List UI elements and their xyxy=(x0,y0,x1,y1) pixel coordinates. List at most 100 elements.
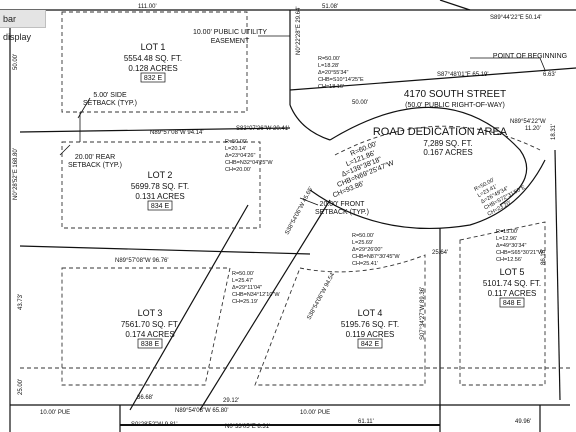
svg-text:CH=25.41': CH=25.41' xyxy=(352,261,378,267)
svg-text:SETBACK (TYP.): SETBACK (TYP.) xyxy=(315,209,369,216)
svg-text:49.96': 49.96' xyxy=(515,419,531,425)
svg-text:R=50.00': R=50.00' xyxy=(225,139,247,145)
svg-text:7561.70 SQ. FT.: 7561.70 SQ. FT. xyxy=(121,320,179,329)
svg-text:5699.78 SQ. FT.: 5699.78 SQ. FT. xyxy=(131,182,189,191)
road-dedication-acres: 0.167 ACRES xyxy=(423,148,472,157)
sidebar-display-button[interactable]: bar display xyxy=(0,10,46,42)
svg-text:36.68': 36.68' xyxy=(137,395,153,401)
svg-text:CH=18.16': CH=18.16' xyxy=(318,84,344,90)
curve-data-lot4: R=50.00' L=25.69' Δ=29°26'00" CHB=N87°30… xyxy=(352,233,400,267)
road-dedication-sqft: 7,289 SQ. FT. xyxy=(423,139,472,148)
road-dedication-title: ROAD DEDICATION AREA xyxy=(373,126,508,138)
svg-text:N89°54'08"W 65.80': N89°54'08"W 65.80' xyxy=(175,408,229,414)
rear-setback-callout: 20.00' REAR SETBACK (TYP.) xyxy=(68,154,122,169)
svg-text:S07°34'27"W 89.36': S07°34'27"W 89.36' xyxy=(420,287,426,340)
svg-text:Δ=29°11'04": Δ=29°11'04" xyxy=(232,285,262,291)
svg-text:6.63': 6.63' xyxy=(543,72,556,78)
svg-text:Δ=20°55'34": Δ=20°55'34" xyxy=(318,70,348,76)
svg-text:842 E: 842 E xyxy=(361,341,380,348)
svg-text:N89°57'08"W 94.14': N89°57'08"W 94.14' xyxy=(150,130,204,136)
svg-text:20.00' FRONT: 20.00' FRONT xyxy=(320,201,366,208)
svg-text:CH=25.19': CH=25.19' xyxy=(232,299,258,305)
lot-3-label: LOT 3 7561.70 SQ. FT. 0.174 ACRES 838 E xyxy=(121,308,179,349)
svg-text:0.131 ACRES: 0.131 ACRES xyxy=(135,192,184,201)
svg-text:Δ=29°26'00": Δ=29°26'00" xyxy=(352,247,382,253)
svg-text:25.64': 25.64' xyxy=(432,250,448,256)
svg-text:18.31': 18.31' xyxy=(551,124,557,140)
svg-text:R=50.00': R=50.00' xyxy=(352,233,374,239)
svg-text:S89°44'22"E 50.14': S89°44'22"E 50.14' xyxy=(490,15,542,21)
svg-text:S87°48'01"E 65.19': S87°48'01"E 65.19' xyxy=(437,72,489,78)
svg-text:111.00': 111.00' xyxy=(138,4,157,10)
leader-lines xyxy=(59,35,546,206)
svg-text:N0°28'52"E 168.80': N0°28'52"E 168.80' xyxy=(13,148,19,200)
svg-text:0.128 ACRES: 0.128 ACRES xyxy=(128,64,177,73)
svg-text:Δ=23°04'26": Δ=23°04'26" xyxy=(225,153,255,159)
lot-5-label: LOT 5 5101.74 SQ. FT. 0.117 ACRES 848 E xyxy=(483,267,541,308)
svg-text:L=12.96': L=12.96' xyxy=(496,236,517,242)
svg-text:Δ=49°30'34": Δ=49°30'34" xyxy=(496,243,526,249)
svg-text:50.00': 50.00' xyxy=(352,100,368,106)
svg-text:S38°54'06"W 94.54': S38°54'06"W 94.54' xyxy=(306,271,336,321)
svg-text:CHB=N32°04'25"W: CHB=N32°04'25"W xyxy=(225,160,273,166)
svg-text:0.117 ACRES: 0.117 ACRES xyxy=(488,289,537,298)
svg-text:834 E: 834 E xyxy=(151,203,170,210)
svg-text:832 E: 832 E xyxy=(144,75,163,82)
svg-text:L=25.69': L=25.69' xyxy=(352,240,373,246)
side-setback-callout: 5.00' SIDE SETBACK (TYP.) xyxy=(83,92,137,107)
svg-text:5195.76 SQ. FT.: 5195.76 SQ. FT. xyxy=(341,320,399,329)
svg-text:5554.48 SQ. FT.: 5554.48 SQ. FT. xyxy=(124,54,182,63)
svg-text:10.00' PUE: 10.00' PUE xyxy=(40,410,70,416)
curve-data-mid: R=50.00' L=20.14' Δ=23°04'26" CHB=N32°04… xyxy=(225,139,273,173)
dimension-labels: 111.00' 51.08' S89°44'22"E 50.14' S87°48… xyxy=(13,4,557,430)
svg-text:N0°22'28"E 29.64': N0°22'28"E 29.64' xyxy=(296,6,302,55)
svg-text:LOT 1: LOT 1 xyxy=(141,42,166,52)
svg-text:EASEMENT: EASEMENT xyxy=(211,38,250,45)
svg-text:10.00' PUBLIC UTILITY: 10.00' PUBLIC UTILITY xyxy=(193,29,267,36)
svg-text:N89°57'08"W 96.76': N89°57'08"W 96.76' xyxy=(115,258,169,264)
svg-text:LOT 2: LOT 2 xyxy=(148,170,173,180)
svg-text:CHB=S65°30'21"W: CHB=S65°30'21"W xyxy=(496,250,544,256)
svg-text:R=50.00': R=50.00' xyxy=(318,56,340,62)
front-setback-callout: 20.00' FRONT SETBACK (TYP.) xyxy=(315,201,369,216)
svg-text:L=20.14': L=20.14' xyxy=(225,146,246,152)
svg-text:CH=12.56': CH=12.56' xyxy=(496,257,522,263)
svg-text:50.00': 50.00' xyxy=(13,54,19,70)
svg-text:LOT 4: LOT 4 xyxy=(358,308,383,318)
svg-text:R=50.00': R=50.00' xyxy=(232,271,254,277)
svg-text:LOT 3: LOT 3 xyxy=(138,308,163,318)
svg-text:5.00' SIDE: 5.00' SIDE xyxy=(93,92,127,99)
lot-2-label: LOT 2 5699.78 SQ. FT. 0.131 ACRES 834 E xyxy=(131,170,189,211)
setback-lines xyxy=(20,11,570,386)
svg-text:L=25.47': L=25.47' xyxy=(232,278,253,284)
svg-text:86.18': 86.18' xyxy=(541,249,547,265)
svg-text:N0°33'05"E 8.31': N0°33'05"E 8.31' xyxy=(225,424,270,430)
svg-text:LOT 5: LOT 5 xyxy=(500,267,525,277)
curve-data-top: R=50.00' L=18.28' Δ=20°55'34" CHB=S10°14… xyxy=(318,56,364,90)
svg-text:43.73': 43.73' xyxy=(18,294,24,310)
svg-text:11.20': 11.20' xyxy=(525,126,541,132)
svg-text:SETBACK (TYP.): SETBACK (TYP.) xyxy=(68,162,122,169)
svg-text:CH=20.00': CH=20.00' xyxy=(225,167,251,173)
svg-text:51.08': 51.08' xyxy=(322,4,338,10)
svg-text:25.00': 25.00' xyxy=(18,379,24,395)
svg-text:61.11': 61.11' xyxy=(358,419,374,425)
curve-data-lot5b: R=15.00' L=12.96' Δ=49°30'34" CHB=S65°30… xyxy=(496,229,544,263)
svg-text:CHB=S10°14'25"E: CHB=S10°14'25"E xyxy=(318,77,364,83)
svg-text:S38°54'06"W 45.65': S38°54'06"W 45.65' xyxy=(284,186,314,236)
svg-text:0.174 ACRES: 0.174 ACRES xyxy=(125,330,174,339)
svg-text:SETBACK (TYP.): SETBACK (TYP.) xyxy=(83,100,137,107)
svg-text:CHB=N34°12'10"W: CHB=N34°12'10"W xyxy=(232,292,280,298)
svg-text:N89°54'22"W: N89°54'22"W xyxy=(510,119,546,125)
pue-easement-callout: 10.00' PUBLIC UTILITY EASEMENT xyxy=(193,29,267,45)
svg-text:S0°28'52"W 9.81': S0°28'52"W 9.81' xyxy=(131,422,178,428)
svg-text:20.00' REAR: 20.00' REAR xyxy=(75,154,115,161)
svg-text:5101.74 SQ. FT.: 5101.74 SQ. FT. xyxy=(483,279,541,288)
lot-4-label: LOT 4 5195.76 SQ. FT. 0.119 ACRES 842 E xyxy=(341,308,399,349)
curve-data-lot3: R=50.00' L=25.47' Δ=29°11'04" CHB=N34°12… xyxy=(232,271,280,305)
svg-text:S83°07'26"W 20.41': S83°07'26"W 20.41' xyxy=(236,126,289,132)
svg-text:0.119 ACRES: 0.119 ACRES xyxy=(346,330,395,339)
street-name: 4170 SOUTH STREET xyxy=(404,89,506,100)
